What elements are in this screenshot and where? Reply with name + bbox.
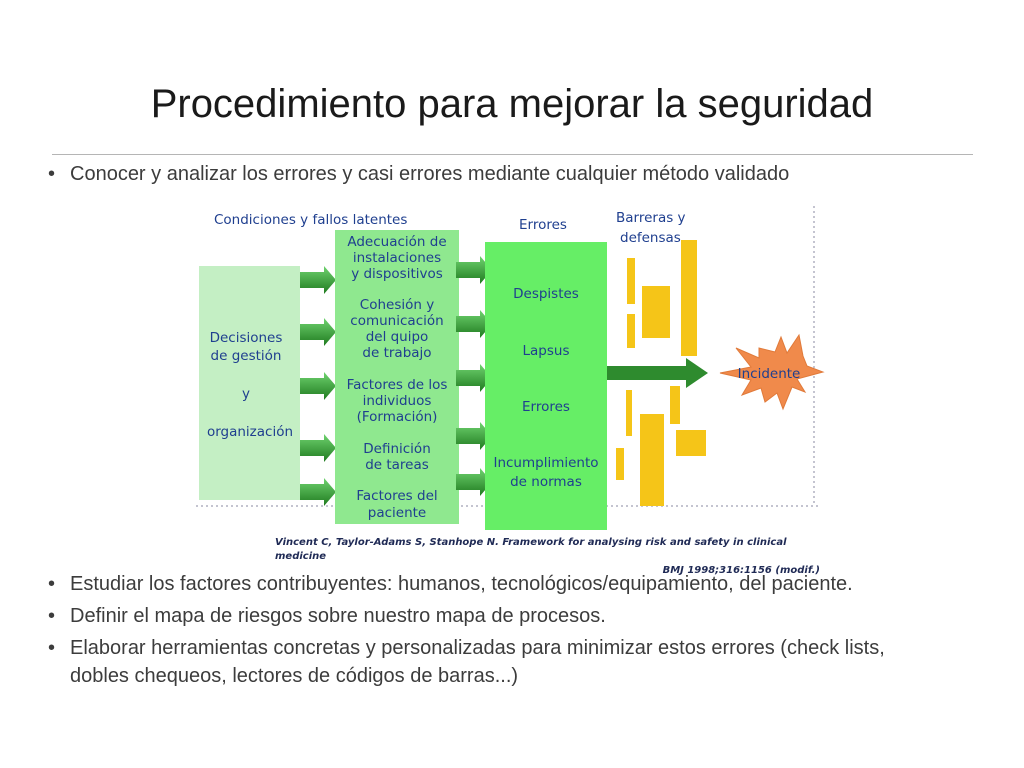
arrow-right-icon [300,266,336,294]
barrier-block [627,314,635,348]
factor-1-line3: y dispositivos [351,266,443,282]
error-item-3: Errores [522,399,570,415]
factor-3-line1: Factores de los [347,377,448,393]
bullet-item: Elaborar herramientas concretas y person… [48,634,948,690]
header-latent-conditions: Condiciones y fallos latentes [214,212,407,228]
barrier-block [681,240,697,356]
management-text-3: y [242,386,250,402]
incident-label: Incidente [738,366,801,382]
arrows-factors-to-errors [456,256,492,496]
error-item-4-line1: Incumplimiento [493,455,598,471]
error-item-2: Lapsus [523,343,570,359]
factor-4-line1: Definición [363,441,431,457]
error-item-1: Despistes [513,286,579,302]
arrow-right-icon [300,372,336,400]
barrier-block [670,386,680,424]
header-barriers-line2: defensas [620,230,681,246]
arrows-management-to-factors [300,266,336,506]
factor-2-line2: comunicación [350,313,443,329]
barrier-block [642,286,670,338]
barrier-block [627,258,635,304]
management-box [199,266,300,500]
bullet-item: Definir el mapa de riesgos sobre nuestro… [48,602,948,630]
factor-3-line3: (Formación) [357,409,438,425]
arrow-right-icon [456,364,492,392]
title-divider [52,154,973,155]
bullet-item: Estudiar los factores contribuyentes: hu… [48,570,948,598]
factor-1-line1: Adecuación de [347,234,446,250]
arrow-right-icon [300,318,336,346]
barrier-block [676,430,706,456]
barrier-blocks [616,240,706,506]
arrow-right-icon [607,358,708,388]
slide-title: Procedimiento para mejorar la seguridad [150,82,874,126]
arrow-right-icon [456,310,492,338]
management-text-1: Decisiones [210,330,283,346]
bullet-list-top: Conocer y analizar los errores y casi er… [48,160,948,192]
factor-2-line1: Cohesión y [360,297,434,313]
factor-4-line2: de tareas [365,457,429,473]
bullet-list-bottom: Estudiar los factores contribuyentes: hu… [48,570,948,694]
factor-3-line2: individuos [363,393,432,409]
factors-box [335,230,459,524]
management-text-2: de gestión [211,348,282,364]
header-barriers-line1: Barreras y [616,210,686,226]
arrow-right-icon [300,434,336,462]
arrow-right-icon [456,468,492,496]
factor-2-line4: de trabajo [362,345,431,361]
factor-5-line1: Factores del [356,488,437,504]
arrow-right-icon [300,478,336,506]
factor-5-line2: paciente [368,505,426,521]
arrow-right-icon [456,256,492,284]
risk-framework-diagram: Condiciones y fallos latentes Errores Ba… [196,206,825,530]
arrow-right-icon [456,422,492,450]
factor-2-line3: del quipo [366,329,429,345]
barrier-block [640,414,664,506]
bullet-item: Conocer y analizar los errores y casi er… [48,160,948,188]
incident-starburst [719,333,825,411]
barrier-block [616,448,624,480]
errors-box [485,242,607,530]
header-errors: Errores [519,217,567,233]
citation-line-1: Vincent C, Taylor-Adams S, Stanhope N. F… [275,537,787,562]
factor-1-line2: instalaciones [353,250,441,266]
error-item-4-line2: de normas [510,474,582,490]
barrier-block [626,390,632,436]
management-text-4: organización [207,424,293,440]
